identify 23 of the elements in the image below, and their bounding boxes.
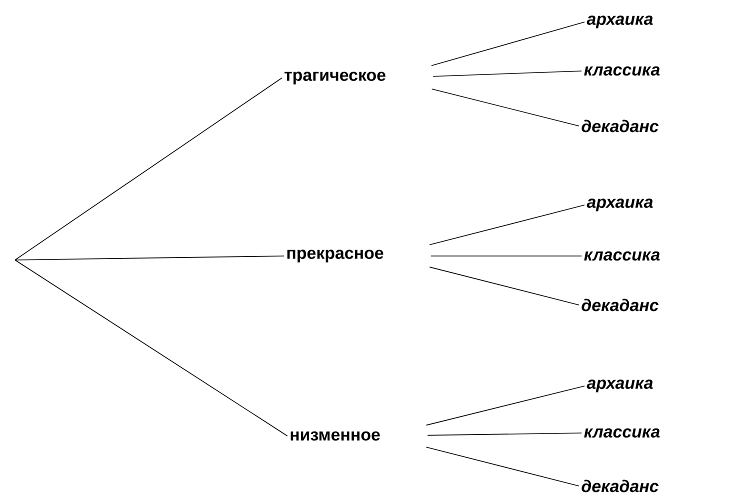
- subcategory-label: декаданс: [582, 120, 659, 132]
- branch-line: [426, 386, 585, 426]
- subcategory-label: классика: [584, 66, 660, 76]
- category-label: прекрасное: [287, 250, 384, 262]
- branch-line: [432, 70, 582, 77]
- branch-line: [14, 256, 284, 260]
- subcategory-label: архаика: [586, 198, 653, 212]
- branch-line: [431, 88, 580, 126]
- subcategory-label: декаданс: [582, 480, 659, 492]
- branch-line: [429, 266, 580, 306]
- branch-line: [14, 78, 282, 260]
- branch-line: [427, 432, 582, 436]
- branch-line: [431, 22, 585, 66]
- subcategory-label: архаика: [586, 380, 653, 392]
- branch-line: [14, 260, 288, 436]
- branch-line: [429, 204, 585, 246]
- subcategory-label: архаика: [586, 16, 653, 28]
- subcategory-label: классика: [584, 428, 660, 438]
- category-label: низменное: [290, 431, 380, 441]
- category-label: трагическое: [284, 72, 386, 84]
- subcategory-label: классика: [584, 251, 660, 261]
- subcategory-label: декаданс: [582, 298, 659, 312]
- branch-line: [426, 446, 580, 486]
